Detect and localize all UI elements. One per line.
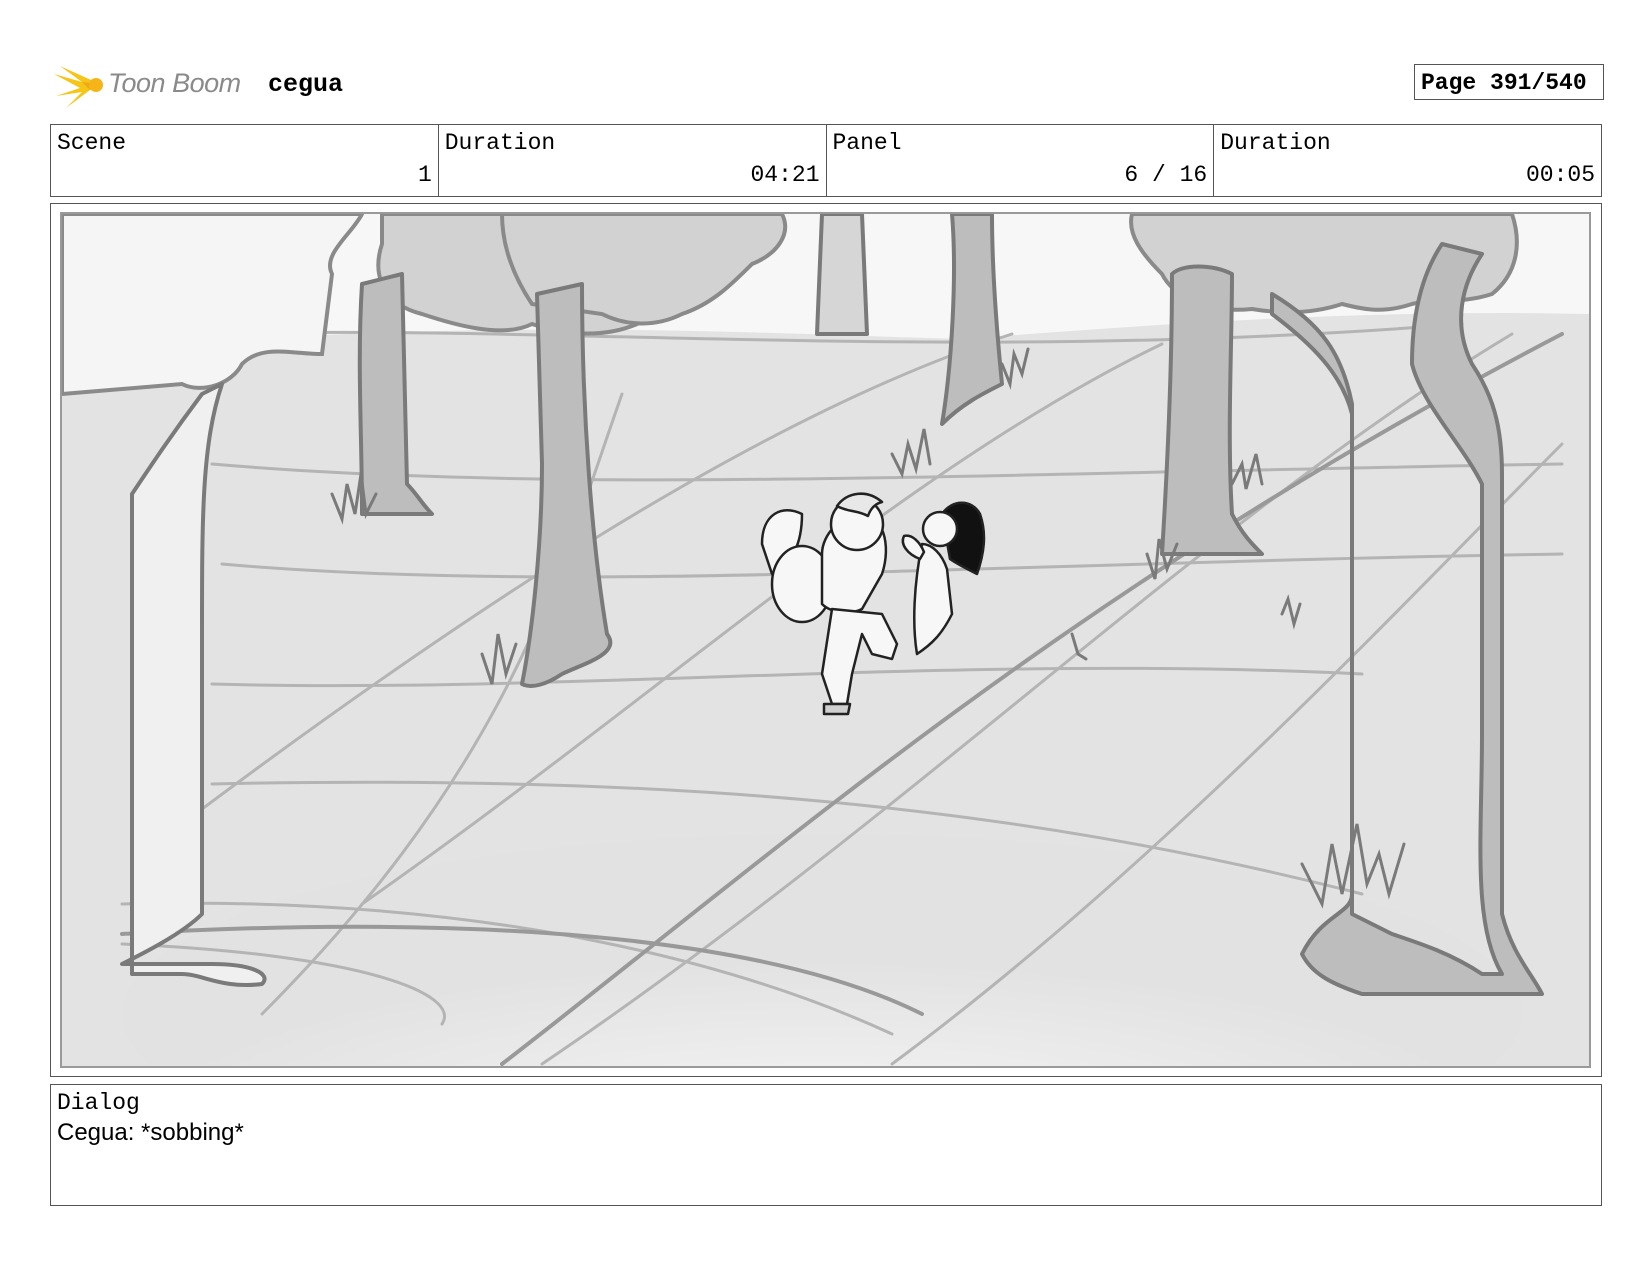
scene-duration-cell: Duration 04:21 <box>439 125 827 196</box>
logo-burst-icon <box>54 66 103 108</box>
project-title: cegua <box>268 70 344 99</box>
dialog-box: Dialog Cegua: *sobbing* <box>50 1084 1602 1206</box>
panel-duration-cell: Duration 00:05 <box>1214 125 1601 196</box>
logo-text: Toon Boom <box>108 68 241 98</box>
panel-duration-label: Duration <box>1220 130 1331 156</box>
page-indicator: Page 391/540 <box>1414 64 1604 100</box>
character-boy <box>760 492 899 716</box>
toon-boom-logo: Toon Boom <box>52 58 252 112</box>
grass-tufts <box>330 347 1406 909</box>
scene-duration-label: Duration <box>444 130 556 156</box>
scene-label: Scene <box>57 130 127 156</box>
page-label: Page 391/540 <box>1421 70 1587 96</box>
panel-label: Panel <box>832 130 902 156</box>
character-cegua <box>901 501 986 656</box>
tree-trunks <box>120 214 1544 996</box>
panel-cell: Panel 6 / 16 <box>827 125 1215 196</box>
storyboard-sketch <box>62 214 1589 1066</box>
dialog-label: Dialog <box>57 1090 140 1116</box>
panel-duration-value: 00:05 <box>1525 162 1595 188</box>
dialog-text: Cegua: *sobbing* <box>57 1119 244 1146</box>
storyboard-panel-image <box>60 212 1591 1068</box>
scene-value: 1 <box>417 162 432 188</box>
panel-value: 6 / 16 <box>1124 162 1208 188</box>
scene-cell: Scene 1 <box>51 125 439 196</box>
panel-frame <box>50 203 1602 1077</box>
scene-duration-value: 04:21 <box>750 162 820 188</box>
info-row: Scene 1 Duration 04:21 Panel 6 / 16 Dura… <box>50 124 1602 197</box>
header: Toon Boom cegua Page 391/540 <box>52 58 1604 112</box>
